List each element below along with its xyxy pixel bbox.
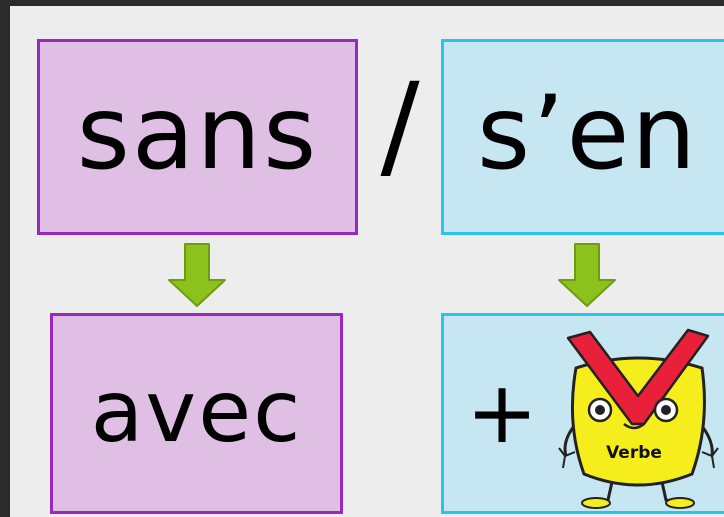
plus-sign: + (466, 363, 539, 463)
sen-word: s’en (477, 74, 698, 193)
avec-word: avec (90, 361, 303, 462)
down-arrow-icon (558, 243, 616, 307)
verbe-box: + Verbe (441, 313, 724, 514)
slash-separator: / (380, 58, 420, 193)
verbe-label: Verbe (606, 443, 662, 463)
verbe-mascot-icon: Verbe (558, 328, 719, 509)
sen-box: s’en (441, 39, 724, 235)
avec-box: avec (50, 313, 343, 514)
sans-box: sans (37, 39, 358, 235)
down-arrow-icon (168, 243, 226, 307)
sans-word: sans (76, 74, 319, 193)
